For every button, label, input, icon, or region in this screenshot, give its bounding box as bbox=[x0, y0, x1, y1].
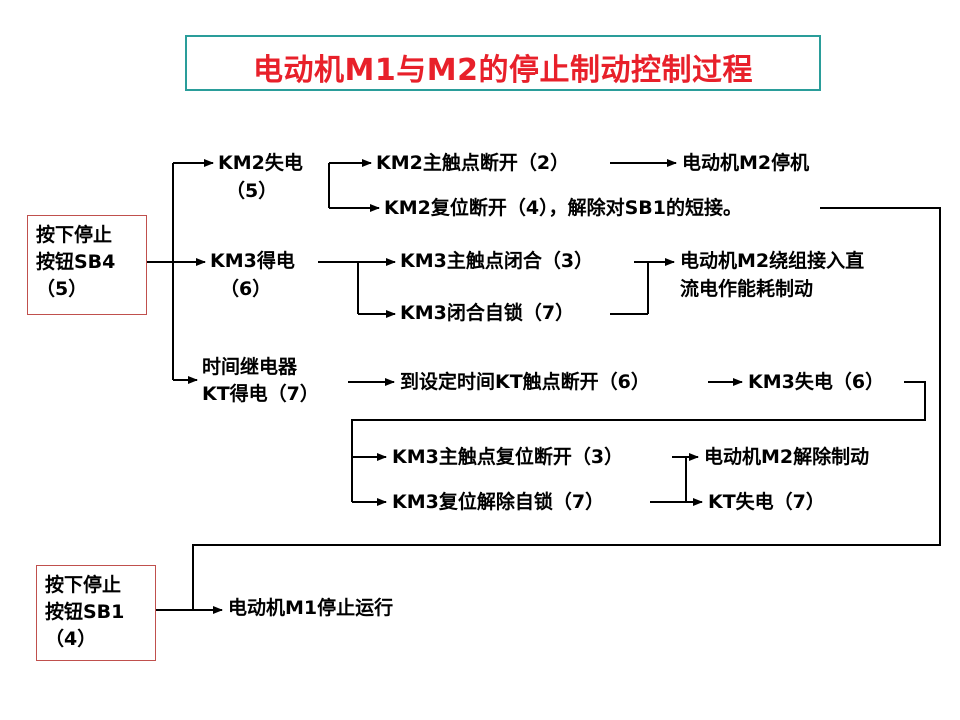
kt-relay-line1: 时间继电器 bbox=[202, 356, 298, 378]
km2-lose-power: KM2失电 bbox=[218, 152, 303, 174]
kt-relay-line2: KT得电（7） bbox=[202, 383, 319, 405]
sb1-line3: （4） bbox=[45, 628, 97, 650]
sb1-box: 按下停止 按钮SB1 （4） bbox=[36, 565, 156, 661]
sb1-line2: 按钮SB1 bbox=[45, 601, 125, 623]
dc-brake-line1: 电动机M2绕组接入直 bbox=[680, 250, 865, 272]
km3-join bbox=[610, 261, 649, 315]
sb4-box: 按下停止 按钮SB4 （5） bbox=[27, 215, 147, 315]
km2-return-line bbox=[192, 207, 941, 610]
m2-stop: 电动机M2停机 bbox=[682, 152, 810, 174]
kt-contact-open: 到设定时间KT触点断开（6） bbox=[400, 371, 650, 393]
m1-stop: 电动机M1停止运行 bbox=[228, 597, 394, 619]
km3-energize: KM3得电 bbox=[210, 250, 295, 272]
kt-lose: KT失电（7） bbox=[708, 491, 825, 513]
page-title: 电动机M1与M2的停止制动控制过程 bbox=[253, 53, 753, 88]
km3-main-reset: KM3主触点复位断开（3） bbox=[392, 446, 624, 468]
m2-release: 电动机M2解除制动 bbox=[704, 446, 870, 468]
km3-release-lock: KM3复位解除自锁（7） bbox=[392, 491, 605, 513]
km3-lose: KM3失电（6） bbox=[748, 371, 885, 393]
dc-brake-line2: 流电作能耗制动 bbox=[680, 278, 814, 300]
km2-main-contact-open: KM2主触点断开（2） bbox=[376, 152, 570, 174]
km2-reset-open: KM2复位断开（4），解除对SB1的短接。 bbox=[384, 197, 742, 219]
km3-lose-turn bbox=[351, 381, 926, 502]
sb4-line1: 按下停止 bbox=[36, 224, 113, 246]
sb1-line1: 按下停止 bbox=[45, 574, 122, 596]
km3-main-contact-close: KM3主触点闭合（3） bbox=[400, 250, 594, 272]
sb4-line3: （5） bbox=[36, 278, 88, 300]
km3-energize-ref: （6） bbox=[220, 278, 272, 300]
sb4-line2: 按钮SB4 bbox=[36, 251, 116, 273]
km2-lose-power-ref: （5） bbox=[226, 180, 278, 202]
title-box: 电动机M1与M2的停止制动控制过程 bbox=[185, 35, 821, 91]
km3-self-lock: KM3闭合自锁（7） bbox=[400, 302, 575, 324]
